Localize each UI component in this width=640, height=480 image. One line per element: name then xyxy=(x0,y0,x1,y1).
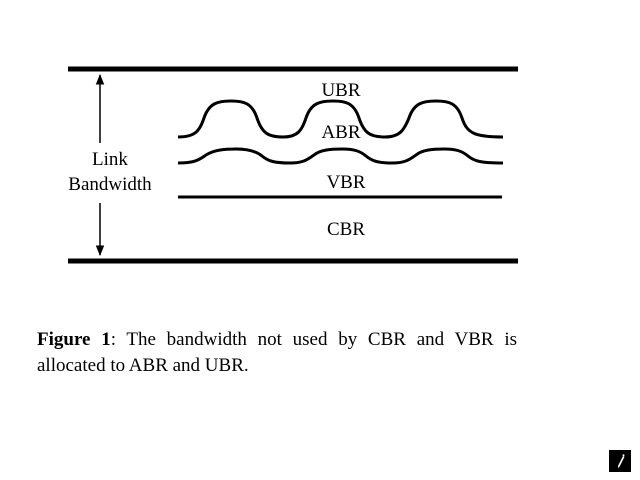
pencil-icon[interactable] xyxy=(609,450,631,472)
bandwidth-diagram: Link Bandwidth UBR ABR VBR CBR xyxy=(68,66,518,264)
abr-ubr-boundary-curve xyxy=(177,99,504,139)
abr-label: ABR xyxy=(321,122,360,143)
vbr-label: VBR xyxy=(326,172,365,193)
figure-caption-text: : The bandwidth not used by CBR and VBR … xyxy=(37,329,517,376)
figure-caption-label: Figure 1 xyxy=(37,329,111,350)
ubr-label: UBR xyxy=(321,80,360,101)
cbr-label: CBR xyxy=(327,219,365,240)
bandwidth-label: Bandwidth xyxy=(68,174,152,195)
figure-caption: Figure 1: The bandwidth not used by CBR … xyxy=(37,327,517,379)
link-label: Link xyxy=(92,149,128,170)
vbr-abr-boundary-curve xyxy=(177,147,504,165)
